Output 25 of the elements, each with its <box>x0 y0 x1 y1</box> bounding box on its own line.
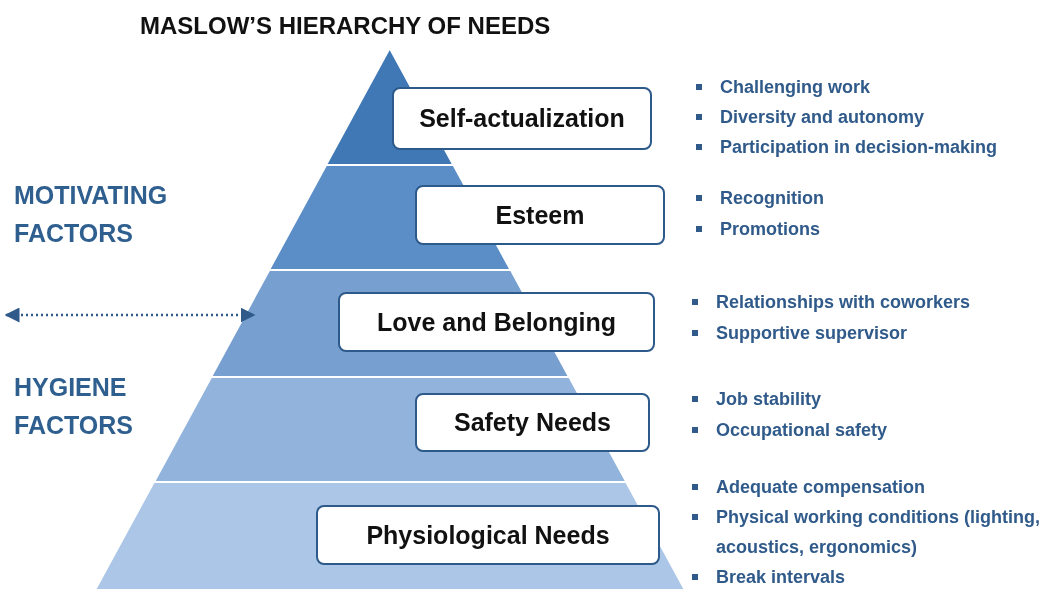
pyramid-tier <box>269 165 665 270</box>
bullet-text: Participation in decision-making <box>720 137 998 157</box>
pyramid-tier <box>153 377 650 482</box>
level-label: Self-actualization <box>392 87 652 150</box>
bullet-text: Relationships with coworkers <box>716 292 971 312</box>
bullet-text: Occupational safety <box>716 420 888 440</box>
bullet-text: Recognition <box>720 188 824 208</box>
bullet-text: Break intervals <box>716 567 846 587</box>
factor-label: HYGIENE FACTORS <box>14 372 134 441</box>
bullet-text: Challenging work <box>720 77 870 97</box>
bullet-text: Diversity and autonomy <box>720 107 925 127</box>
bullet-text: Job stability <box>716 389 822 409</box>
bullet-text: Physical working conditions (lighting, acoustics, ergonomics) <box>716 507 1041 557</box>
level-label: Esteem <box>415 185 665 245</box>
title: MASLOW’S HIERARCHY OF NEEDS <box>140 12 551 40</box>
bullet-text: Supportive supervisor <box>716 323 908 343</box>
pyramid-tier <box>210 270 655 377</box>
bullet-text: Promotions <box>720 219 820 239</box>
pyramid-tier <box>95 482 685 590</box>
level-label: Safety Needs <box>415 393 650 452</box>
level-label: Love and Belonging <box>338 292 655 352</box>
pyramid-tier <box>326 48 652 165</box>
factor-label: MOTIVATING FACTORS <box>14 180 169 249</box>
bullet-text: Adequate compensation <box>716 477 926 497</box>
level-label: Physiological Needs <box>316 505 660 565</box>
